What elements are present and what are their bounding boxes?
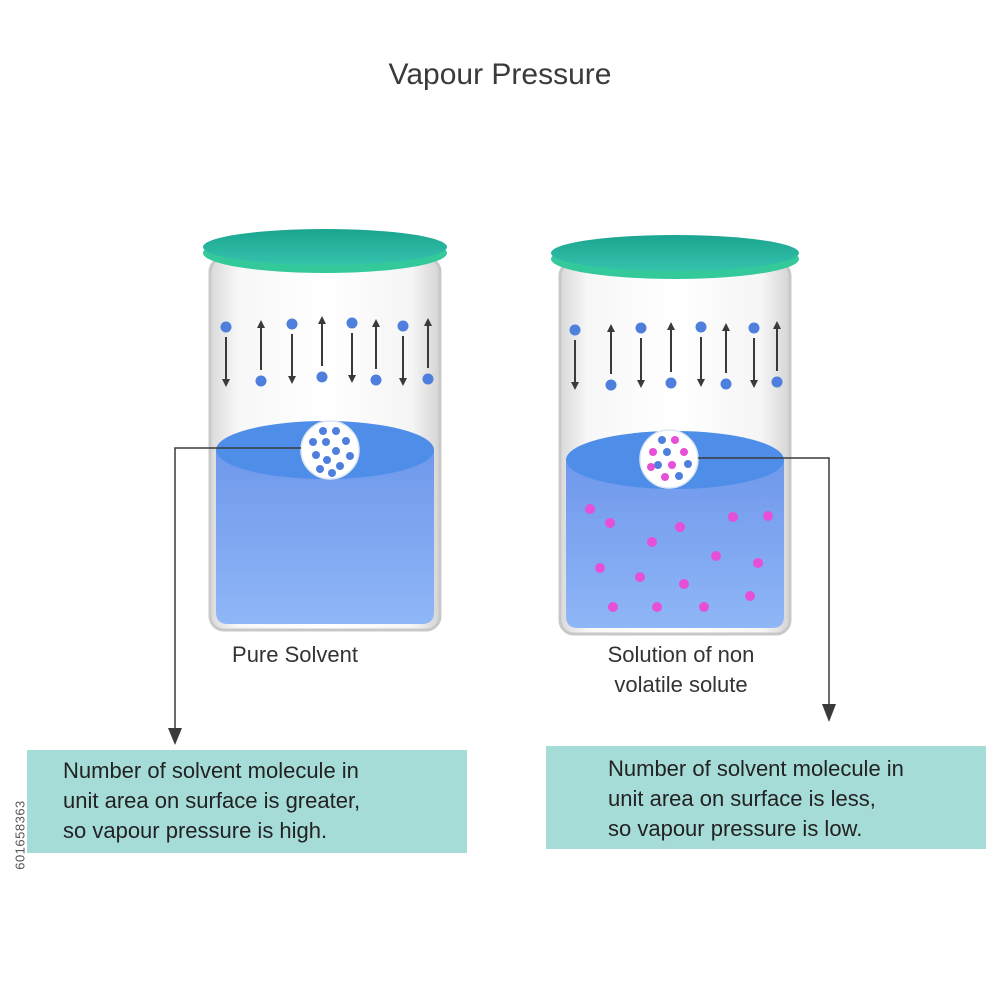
solvent-molecule [422, 373, 434, 385]
solvent-molecule [336, 462, 344, 470]
solvent-molecule [255, 375, 267, 387]
solvent-molecule [316, 371, 328, 383]
solvent-molecule [312, 451, 320, 459]
callout-arrowhead-left [168, 728, 182, 745]
solvent-molecule [370, 374, 382, 386]
beaker-solution [551, 235, 799, 636]
solute-molecule [753, 558, 763, 568]
solute-molecule [661, 473, 669, 481]
info-line: so vapour pressure is low. [608, 816, 863, 841]
callout-line-left [174, 447, 301, 733]
solvent-molecule [328, 469, 336, 477]
lid-top [203, 229, 447, 265]
callout-line-right [698, 457, 830, 708]
solvent-molecule [663, 448, 671, 456]
liquid [566, 460, 784, 628]
solute-molecule [728, 512, 738, 522]
info-line: Number of solvent molecule in [63, 758, 359, 783]
solvent-molecule [654, 461, 662, 469]
solvent-molecule [332, 427, 340, 435]
solvent-molecule [748, 322, 760, 334]
solvent-molecule [665, 377, 677, 389]
label-line: Pure Solvent [232, 642, 358, 667]
solute-molecule [668, 461, 676, 469]
solvent-molecule [316, 465, 324, 473]
solvent-molecule [346, 317, 358, 329]
vapour-molecules [569, 321, 783, 391]
solvent-molecule [605, 379, 617, 391]
solvent-molecule [720, 378, 732, 390]
dissolved-solute-molecules [585, 504, 773, 612]
solvent-molecule [569, 324, 581, 336]
page-title: Vapour Pressure [388, 58, 612, 91]
surface-molecules [647, 436, 692, 481]
info-box-high-pressure: Number of solvent molecule in unit area … [27, 750, 467, 853]
vapour-arrows [571, 321, 781, 390]
solute-molecule [699, 602, 709, 612]
stock-id-watermark: 601658363 [8, 760, 32, 910]
solvent-molecule [658, 436, 666, 444]
beaker-label-solution: Solution of non volatile solute [556, 640, 806, 700]
solvent-molecule [332, 447, 340, 455]
info-line: so vapour pressure is high. [63, 818, 328, 843]
surface-zoom-circle [300, 420, 360, 480]
solvent-molecule [323, 456, 331, 464]
label-line: volatile solute [614, 672, 748, 697]
beaker-pure-solvent [203, 229, 447, 632]
solvent-molecule [220, 321, 232, 333]
solvent-molecule [346, 452, 354, 460]
callout-arrowhead-right [822, 704, 836, 722]
solute-molecule [595, 563, 605, 573]
beaker-label-pure-solvent: Pure Solvent [190, 640, 400, 670]
solute-molecule [647, 537, 657, 547]
info-line: unit area on surface is greater, [63, 788, 361, 813]
solute-molecule [605, 518, 615, 528]
solute-molecule [585, 504, 595, 514]
solute-molecule [745, 591, 755, 601]
surface-molecules [309, 427, 354, 477]
stock-id-text: 601658363 [12, 800, 28, 870]
solute-molecule [608, 602, 618, 612]
info-line: Number of solvent molecule in [608, 756, 904, 781]
info-box-low-pressure: Number of solvent molecule in unit area … [546, 746, 986, 849]
solute-molecule [652, 602, 662, 612]
label-line: Solution of non [607, 642, 755, 667]
solvent-molecule [309, 438, 317, 446]
solute-molecule [675, 522, 685, 532]
solute-molecule [680, 448, 688, 456]
solvent-molecule [675, 472, 683, 480]
lid-top [551, 235, 799, 271]
solute-molecule [711, 551, 721, 561]
solvent-molecule [286, 318, 298, 330]
solvent-molecule [684, 460, 692, 468]
solute-molecule [763, 511, 773, 521]
solute-molecule [671, 436, 679, 444]
solvent-molecule [342, 437, 350, 445]
solvent-molecule [397, 320, 409, 332]
solvent-molecule [635, 322, 647, 334]
solute-molecule [635, 572, 645, 582]
solute-molecule [649, 448, 657, 456]
liquid [216, 450, 434, 624]
callout-connectors [168, 447, 836, 745]
solvent-molecule [771, 376, 783, 388]
surface-zoom-circle [639, 429, 699, 489]
solvent-molecule [695, 321, 707, 333]
solvent-molecule [319, 427, 327, 435]
info-line: unit area on surface is less, [608, 786, 876, 811]
solute-molecule [679, 579, 689, 589]
vapour-molecules [220, 317, 434, 387]
vapour-arrows [222, 316, 432, 387]
solute-molecule [647, 463, 655, 471]
solvent-molecule [322, 438, 330, 446]
